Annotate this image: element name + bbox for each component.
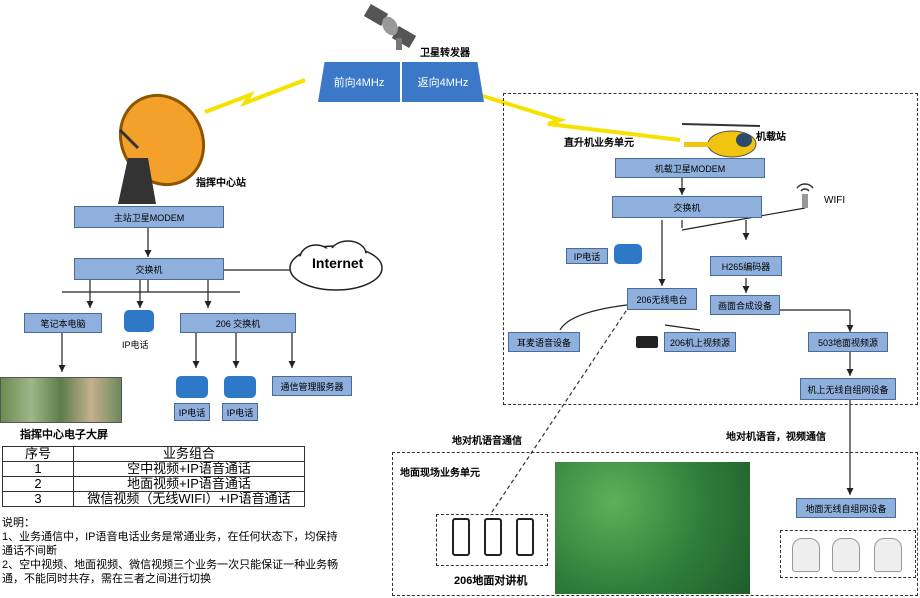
ip-phone-icon bbox=[124, 310, 154, 332]
notes-line-1: 1、业务通信中，IP语音电话业务是常通业务，在任何状态下，均保持通话不间断 bbox=[2, 531, 338, 557]
comm-server-box: 通信管理服务器 bbox=[272, 376, 352, 396]
big-screen-label: 指挥中心电子大屏 bbox=[20, 429, 108, 441]
table-header-cell: 业务组合 bbox=[73, 446, 305, 462]
wifi-antenna-icon bbox=[796, 183, 814, 208]
headset-box: 耳麦语音设备 bbox=[508, 332, 580, 352]
ip-phone-icon-3 bbox=[224, 376, 256, 398]
table-row: 2 地面视频+IP语音通话 bbox=[2, 476, 305, 492]
talkie-group bbox=[436, 514, 548, 566]
table-cell: 微信视频（无线WIFI）+IP语音通话 bbox=[73, 491, 305, 507]
heli-unit-region bbox=[503, 93, 918, 405]
radio-206: 206无线电台 bbox=[627, 288, 697, 310]
ip-camera-icon-3 bbox=[874, 538, 902, 572]
satellite-label: 卫星转发器 bbox=[420, 48, 470, 59]
ip-phone-box-3: IP电话 bbox=[222, 403, 258, 421]
switch-206: 206 交换机 bbox=[180, 313, 296, 333]
table-cell: 1 bbox=[2, 461, 74, 477]
video-206: 206机上视频源 bbox=[664, 332, 736, 352]
airborne-station-label: 机载站 bbox=[756, 132, 786, 143]
table-cell: 2 bbox=[2, 476, 74, 492]
notes-line-2: 2、空中视频、地面视频、微信视频三个业务一次只能保证一种业务畅通，不能同时共存，… bbox=[2, 559, 339, 585]
airborne-switch: 交换机 bbox=[612, 196, 762, 218]
talkie-icon-2 bbox=[484, 518, 502, 556]
talkie-icon-1 bbox=[452, 518, 470, 556]
heli-selfnet: 机上无线自组网设备 bbox=[800, 378, 896, 400]
heli-unit-label: 直升机业务单元 bbox=[564, 138, 634, 149]
uplink-bolt-left bbox=[204, 78, 306, 114]
ip-phone-box-2: IP电话 bbox=[174, 403, 210, 421]
return-channel: 返向4MHz bbox=[402, 62, 484, 102]
big-screen-image bbox=[0, 377, 122, 423]
h265-encoder: H265编码器 bbox=[710, 256, 782, 276]
voice-link-label: 地对机语音通信 bbox=[452, 436, 522, 447]
internet-cloud-icon bbox=[289, 240, 383, 291]
satellite-icon bbox=[363, 3, 417, 50]
table-cell: 3 bbox=[2, 491, 74, 507]
composer-box: 画面合成设备 bbox=[710, 295, 780, 315]
video-503: 503地面视频源 bbox=[808, 332, 888, 352]
table-row: 3 微信视频（无线WIFI）+IP语音通话 bbox=[2, 491, 305, 507]
laptop-box: 笔记本电脑 bbox=[24, 313, 102, 333]
voice-video-link-label: 地对机语音，视频通信 bbox=[726, 432, 826, 443]
satellite-dish-icon bbox=[118, 93, 206, 204]
heli-ip-phone-icon bbox=[614, 244, 642, 264]
forward-channel: 前向4MHz bbox=[318, 62, 400, 102]
heli-ip-phone-box: IP电话 bbox=[566, 248, 608, 264]
ip-camera-icon-1 bbox=[792, 538, 820, 572]
service-table: 序号 业务组合 1 空中视频+IP语音通话 2 地面视频+IP语音通话 3 微信… bbox=[2, 446, 305, 507]
uplink-bolt-right bbox=[469, 90, 681, 142]
command-station-label: 指挥中心站 bbox=[196, 178, 246, 189]
airborne-modem: 机载卫星MODEM bbox=[615, 158, 765, 178]
notes-title: 说明： bbox=[2, 517, 35, 529]
talkie-icon-3 bbox=[516, 518, 534, 556]
table-cell: 空中视频+IP语音通话 bbox=[73, 461, 305, 477]
forest-image bbox=[555, 462, 750, 594]
table-header-cell: 序号 bbox=[2, 446, 74, 462]
camera-icon bbox=[636, 336, 658, 348]
field-unit-label: 地面现场业务单元 bbox=[400, 468, 480, 479]
ground-switch: 交换机 bbox=[74, 258, 224, 280]
notes: 说明： 1、业务通信中，IP语音电话业务是常通业务，在任何状态下，均保持通话不间… bbox=[2, 516, 342, 586]
field-selfnet: 地面无线自组网设备 bbox=[796, 498, 896, 518]
helicopter-icon bbox=[681, 123, 761, 158]
ip-camera-icon-2 bbox=[832, 538, 860, 572]
master-modem: 主站卫星MODEM bbox=[74, 206, 224, 228]
table-row: 1 空中视频+IP语音通话 bbox=[2, 461, 305, 477]
table-header: 序号 业务组合 bbox=[2, 446, 305, 462]
ip-phone-label: IP电话 bbox=[122, 340, 149, 350]
talkie-label: 206地面对讲机 bbox=[454, 575, 528, 587]
wifi-label: WIFI bbox=[824, 195, 846, 206]
ip-phone-icon-2 bbox=[176, 376, 208, 398]
table-cell: 地面视频+IP语音通话 bbox=[73, 476, 305, 492]
internet-label: Internet bbox=[312, 255, 364, 271]
field-unit-region bbox=[392, 452, 918, 596]
camera-group bbox=[780, 530, 916, 578]
